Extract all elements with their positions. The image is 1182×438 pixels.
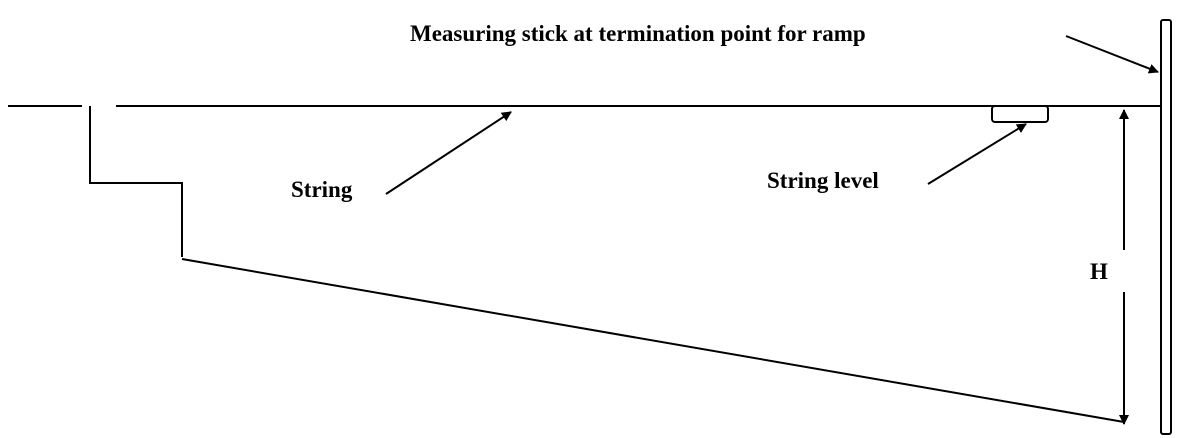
string-level [991, 105, 1049, 123]
measuring-stick-pointer-arrow [1065, 35, 1159, 74]
string-level-label: String level [767, 168, 879, 193]
height-label: H [1090, 259, 1108, 284]
measuring-stick-label: Measuring stick at termination point for… [410, 21, 866, 46]
string-pointer-arrow [385, 111, 512, 195]
ramp-slope-line [181, 258, 1125, 423]
string-label: String [291, 177, 353, 202]
step-profile [89, 106, 183, 257]
measuring-stick [1160, 19, 1172, 435]
string-level-pointer-arrow [927, 123, 1027, 185]
